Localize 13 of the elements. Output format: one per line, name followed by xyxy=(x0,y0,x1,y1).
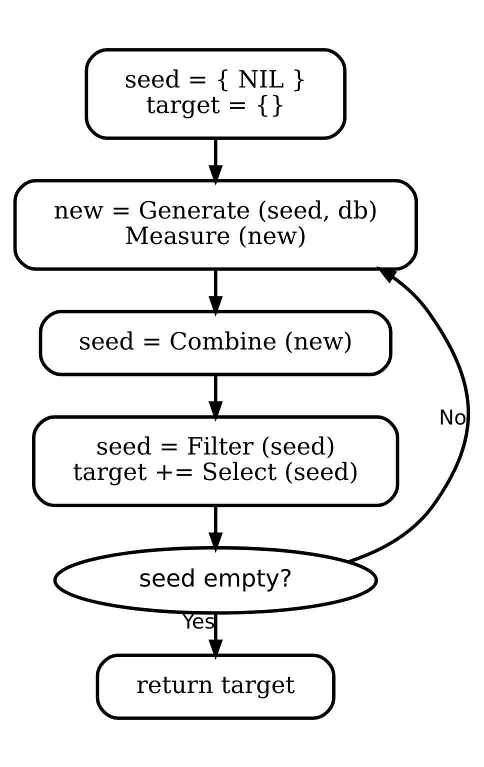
node-box: seed = Combine (new) xyxy=(38,309,392,376)
node-box: return target xyxy=(96,653,336,720)
node-box: new = Generate (seed, db) Measure (new) xyxy=(13,178,418,270)
arrow xyxy=(348,266,470,563)
arrow xyxy=(208,268,223,316)
arrow xyxy=(208,138,223,186)
node-ellipse: seed empty? xyxy=(53,546,378,614)
node-box: seed = { NIL } target = {} xyxy=(84,48,347,140)
arrow xyxy=(208,374,223,422)
node-box: seed = Filter (seed) target += Select (seed) xyxy=(32,414,400,507)
edge-label: No xyxy=(438,405,467,430)
arrow xyxy=(208,612,223,660)
arrow xyxy=(208,506,223,552)
